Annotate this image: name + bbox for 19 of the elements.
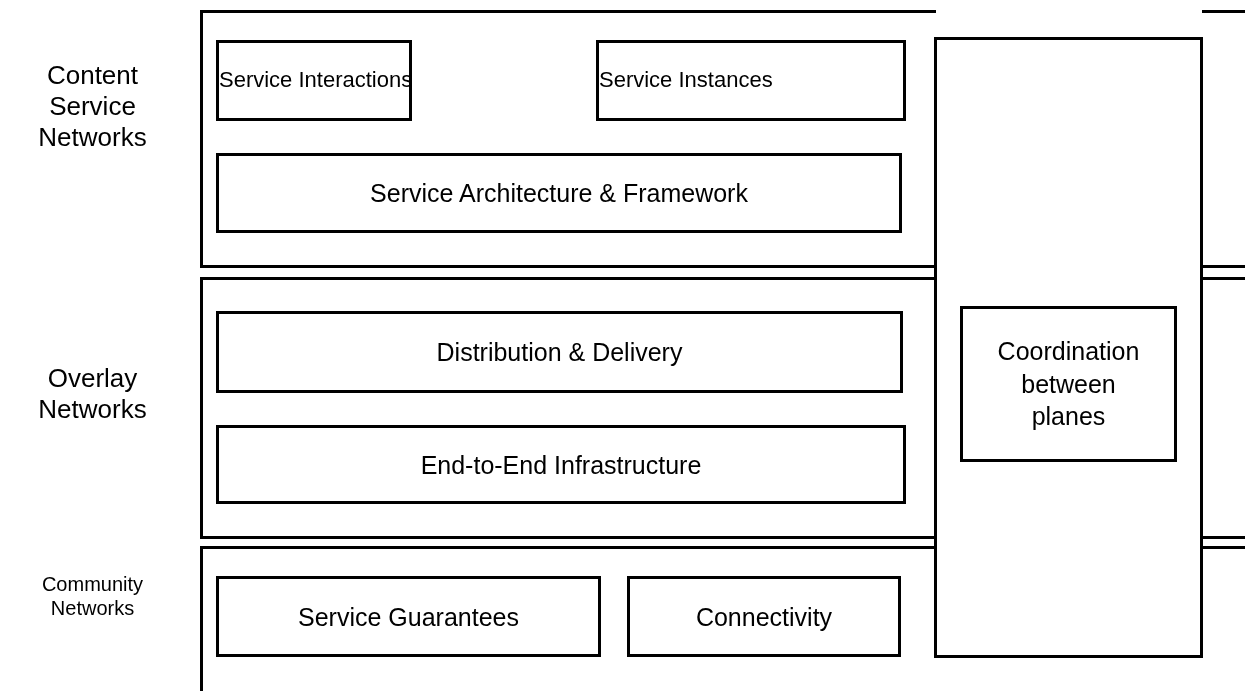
layer-box xyxy=(627,576,901,657)
plane-heading: Content Service Networks xyxy=(37,60,148,154)
box-label: Distribution & Delivery xyxy=(436,337,683,367)
box-label: Coordination between planes xyxy=(996,336,1141,433)
box-label: Connectivity xyxy=(695,601,833,632)
layer-box xyxy=(960,306,1177,462)
layer-box xyxy=(216,153,902,233)
plane-heading: Overlay Networks xyxy=(37,363,148,426)
layer-box xyxy=(216,576,601,657)
plane-heading: Community Networks xyxy=(40,572,145,620)
box-label: End-to-End Infrastructure xyxy=(420,449,702,480)
layer-box xyxy=(216,425,906,504)
layer-box xyxy=(216,40,412,121)
box-label: Service Architecture & Framework xyxy=(370,178,748,208)
coordination-panel xyxy=(934,37,1203,658)
box-label: Service Instances xyxy=(599,67,773,94)
layer-box xyxy=(216,311,903,393)
layer-box xyxy=(596,40,906,121)
box-label: Service Guarantees xyxy=(298,601,519,632)
